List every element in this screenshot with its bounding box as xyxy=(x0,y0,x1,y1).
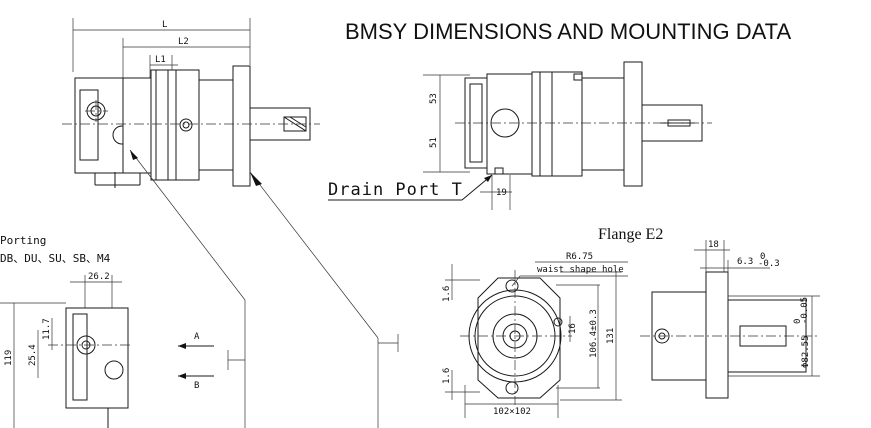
dim-82-55: Φ82.55 xyxy=(801,335,811,368)
dim-l2: L2 xyxy=(178,37,189,47)
dim-51: 51 xyxy=(429,137,439,148)
dim-16: 16 xyxy=(568,323,578,334)
port-b-label: B xyxy=(194,381,199,391)
port-a-label: A xyxy=(194,332,200,342)
drain-port-label: Drain Port T xyxy=(328,180,463,200)
dim-102x102: 102×102 xyxy=(493,407,531,417)
dim-11-7: 11.7 xyxy=(42,318,52,340)
side-view-left: L L2 L1 xyxy=(62,18,379,428)
port-view: Porting DB、DU、SU、SB、M4 26.2 119 25.4 11.… xyxy=(0,234,399,428)
dim-1-6-top: 1.6 xyxy=(442,286,452,302)
dim-6-3: 6.3 xyxy=(737,257,753,267)
dim-r6-75: R6.75 xyxy=(566,252,593,262)
dim-106-4: 106.4±0.3 xyxy=(589,309,599,358)
dim-18: 18 xyxy=(708,240,719,250)
dim-82-55-tol-lo: -0.05 xyxy=(800,297,810,324)
dim-1-6-bot: 1.6 xyxy=(442,368,452,384)
flange-label: Flange E2 xyxy=(598,226,663,243)
drawing-title: BMSY DIMENSIONS AND MOUNTING DATA xyxy=(345,19,791,44)
dim-119: 119 xyxy=(4,350,14,366)
flange-side-view: 18 6.3 0 -0.3 Φ82.55 0 -0.05 xyxy=(640,240,820,399)
waist-hole-label: waist shape hole xyxy=(537,265,624,275)
dim-6-3-tol-hi: 0 xyxy=(760,252,765,262)
dim-131: 131 xyxy=(606,328,616,344)
porting-label: Porting xyxy=(0,234,46,247)
porting-codes: DB、DU、SU、SB、M4 xyxy=(0,252,111,265)
dim-19: 19 xyxy=(496,188,507,198)
dim-l1: L1 xyxy=(155,55,166,65)
side-view-right: 53 51 19 Drain Port T xyxy=(328,61,712,210)
dim-26-2: 26.2 xyxy=(88,272,110,282)
dim-6-3-tol-lo: -0.3 xyxy=(758,259,780,269)
flange-front-view: Flange E2 102×102 1.6 1.6 R6.75 waist sh… xyxy=(442,226,663,418)
dim-25-4: 25.4 xyxy=(28,344,38,366)
dim-53: 53 xyxy=(429,93,439,104)
dim-82-55-tol-hi: 0 xyxy=(793,319,803,324)
dim-l: L xyxy=(162,20,167,30)
